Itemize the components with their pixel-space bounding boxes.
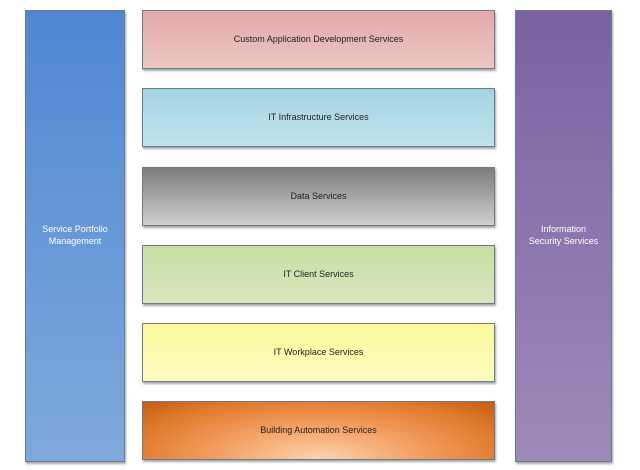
data-services-block: Data Services xyxy=(142,167,495,226)
block-label: Service Portfolio Management xyxy=(42,224,108,246)
block-label: Building Automation Services xyxy=(260,424,377,435)
block-label: IT Client Services xyxy=(283,268,354,279)
building-automation-block: Building Automation Services xyxy=(142,401,495,460)
block-label: Custom Application Development Services xyxy=(233,33,404,44)
it-workplace-block: IT Workplace Services xyxy=(142,323,495,382)
block-label: IT Workplace Services xyxy=(273,346,364,357)
block-label: IT Infrastructure Services xyxy=(268,111,369,122)
block-label: Data Services xyxy=(290,190,347,201)
custom-application-development-block: Custom Application Development Services xyxy=(142,10,495,69)
block-label: Information Security Services xyxy=(528,224,599,246)
it-client-block: IT Client Services xyxy=(142,245,495,304)
information-security-services-block: Information Security Services xyxy=(515,10,612,462)
service-portfolio-management-block: Service Portfolio Management xyxy=(25,10,125,462)
it-infrastructure-block: IT Infrastructure Services xyxy=(142,88,495,147)
